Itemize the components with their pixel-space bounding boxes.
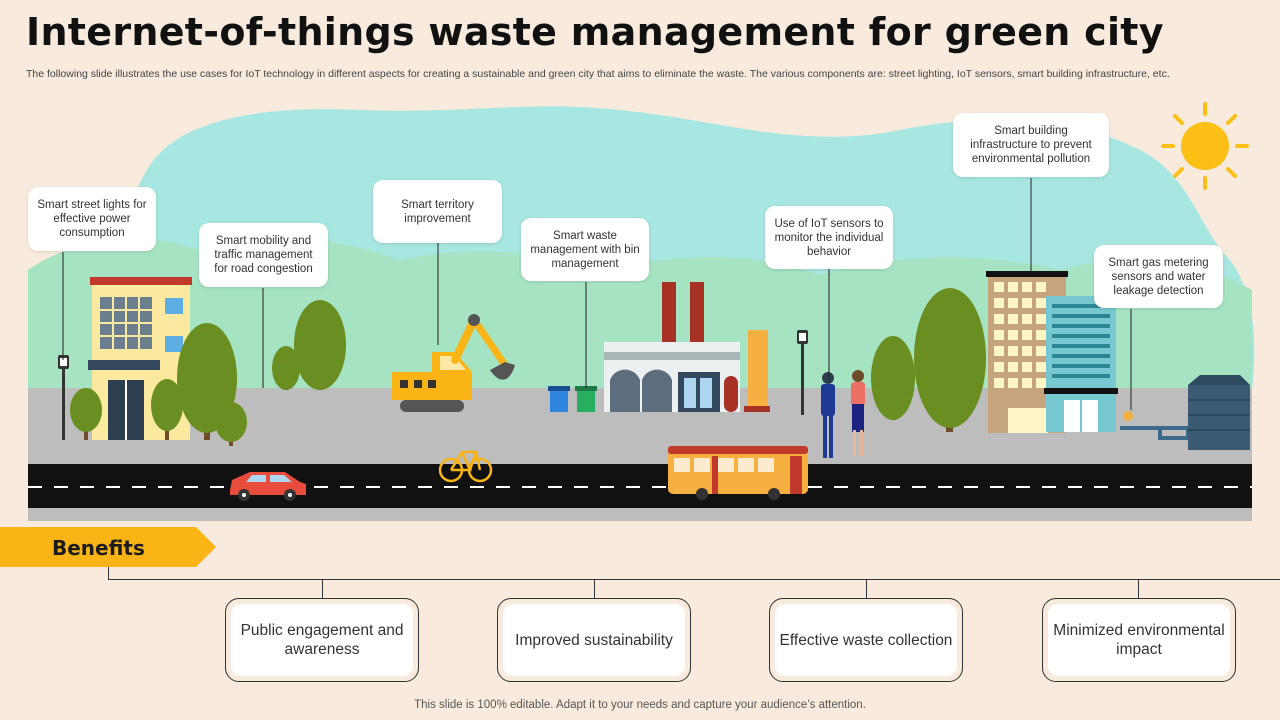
benefit-text: Improved sustainability — [503, 604, 685, 676]
tree-icon — [151, 379, 183, 440]
recycle-bin-icon — [575, 386, 597, 412]
tree-icon — [871, 336, 915, 420]
benefits-connector-line — [108, 579, 1280, 580]
bus-icon — [668, 446, 808, 500]
factory-icon — [604, 282, 770, 412]
footer-note: This slide is 100% editable. Adapt it to… — [414, 699, 866, 711]
benefits-connector-drop — [108, 567, 109, 579]
callout-street-lights: Smart street lights for effective power … — [28, 187, 156, 251]
bicycle-icon — [438, 450, 493, 483]
water-tank-icon — [1120, 375, 1250, 450]
page-subtitle: The following slide illustrates the use … — [26, 68, 1170, 80]
callout-mobility-traffic: Smart mobility and traffic management fo… — [199, 223, 328, 287]
street-lamp-icon — [58, 355, 69, 440]
callout-connectors — [62, 178, 1132, 410]
benefit-card: Minimized environmental impact — [1042, 598, 1236, 682]
benefit-text: Minimized environmental impact — [1048, 604, 1230, 676]
callout-territory: Smart territory improvement — [373, 180, 502, 243]
callout-iot-sensors: Use of IoT sensors to monitor the indivi… — [765, 206, 893, 269]
tree-icon — [70, 388, 102, 440]
callout-waste-management: Smart waste management with bin manageme… — [521, 218, 649, 281]
sun-icon — [1161, 102, 1249, 190]
tree-icon — [914, 288, 986, 432]
street-lamp-icon — [797, 330, 808, 415]
benefits-connector-drop — [1138, 580, 1139, 598]
benefits-arrow-shape — [0, 527, 216, 567]
benefit-card: Improved sustainability — [497, 598, 691, 682]
benefits-label: Benefits — [52, 536, 145, 560]
page-title: Internet-of-things waste management for … — [26, 10, 1164, 54]
benefit-text: Public engagement and awareness — [231, 604, 413, 676]
recycle-bin-icon — [548, 386, 570, 412]
office-building-icon — [986, 271, 1118, 433]
benefit-card: Effective waste collection — [769, 598, 963, 682]
benefits-connector-drop — [866, 580, 867, 598]
people-icon — [821, 370, 865, 458]
benefits-tag: Benefits — [0, 527, 216, 567]
road-curb — [28, 508, 1252, 521]
excavator-icon — [392, 314, 515, 412]
benefit-text: Effective waste collection — [775, 604, 957, 676]
benefit-card: Public engagement and awareness — [225, 598, 419, 682]
benefits-connector-drop — [594, 580, 595, 598]
callout-smart-building: Smart building infrastructure to prevent… — [953, 113, 1109, 177]
car-icon — [230, 472, 306, 501]
tree-icon — [272, 346, 300, 390]
tree-icon — [215, 402, 247, 446]
tree-icon — [294, 300, 346, 390]
callout-gas-metering: Smart gas metering sensors and water lea… — [1094, 245, 1223, 308]
benefits-connector-drop — [322, 580, 323, 598]
